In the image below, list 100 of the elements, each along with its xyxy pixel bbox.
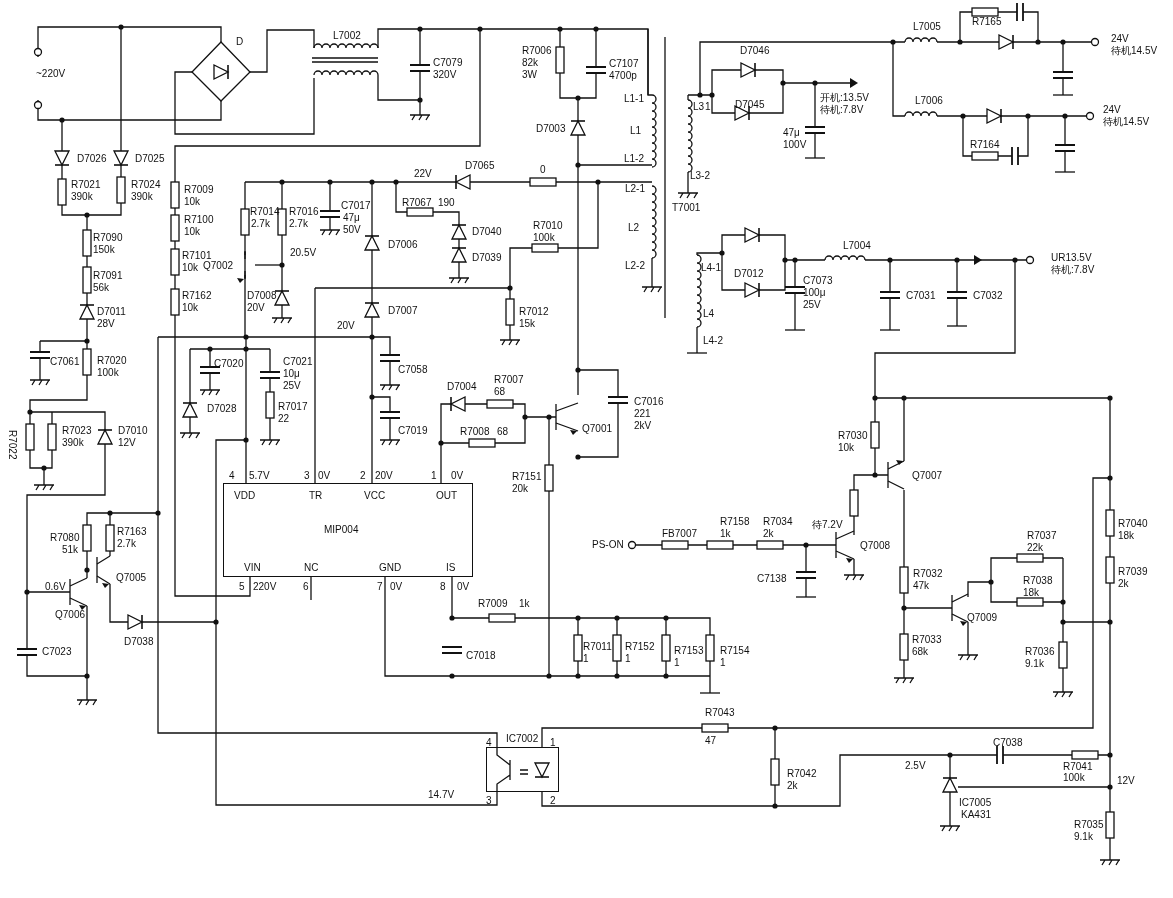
schematic-label: D7007 [388, 305, 418, 317]
schematic-label: D7003 [536, 123, 566, 135]
pin-annotation: 0V [318, 470, 331, 482]
schematic-label: C7023 [42, 646, 72, 658]
schematic-label: R7037 [1027, 530, 1057, 542]
schematic-label: 2.7k [117, 538, 136, 550]
schematic-label: L1-2 [624, 153, 644, 165]
schematic-label: 3W [522, 69, 537, 81]
schematic-label: R7017 [278, 401, 308, 413]
schematic-label: Q7008 [860, 540, 891, 552]
schematic-label: 0 [540, 164, 546, 176]
schematic-label: ~220V [36, 68, 66, 80]
schematic-label: 12V [118, 437, 136, 449]
schematic-label: 0.6V [45, 581, 66, 593]
schematic-label: L4 [703, 308, 715, 320]
schematic-label: Q7002 [203, 260, 234, 272]
schematic-label: R7006 [522, 45, 552, 57]
schematic-label: D7046 [740, 45, 770, 57]
schematic-label: 10k [838, 442, 855, 454]
pin-annotation: 2 [360, 470, 366, 482]
pin-annotation: 0V [451, 470, 464, 482]
schematic-label: Q7006 [55, 609, 86, 621]
schematic-label: 100V [783, 139, 807, 151]
part-label: IC7002 [506, 733, 539, 745]
schematic-label: R7035 [1074, 819, 1104, 831]
schematic-label: 12V [1117, 775, 1135, 787]
pin-label: VCC [364, 490, 386, 502]
schematic-label: R7010 [533, 220, 563, 232]
schematic-label: 9.1k [1025, 658, 1044, 670]
schematic-label: R7011 [583, 641, 612, 653]
schematic-label: R7022 [6, 430, 18, 460]
schematic-label: R7162 [182, 290, 212, 302]
schematic-label: L2-2 [625, 260, 645, 272]
schematic-label: 18k [1118, 530, 1135, 542]
schematic-label: 2k [1118, 578, 1129, 590]
schematic-label: R7007 [494, 374, 524, 386]
schematic-label: C7019 [398, 425, 428, 437]
schematic-label: D [236, 36, 244, 48]
schematic-label: C7073 [803, 275, 833, 287]
pin-number: 2 [550, 795, 556, 807]
schematic-label: PS-ON [592, 539, 624, 551]
schematic-label: 25V [283, 380, 301, 392]
schematic-label: D7040 [472, 226, 502, 238]
schematic-label: UR13.5V [1051, 252, 1092, 264]
pin-annotation: 0V [457, 581, 470, 593]
pin-annotation: 4 [229, 470, 235, 482]
schematic-label: L7004 [843, 240, 871, 252]
schematic-label: 待机14.5V [1103, 116, 1150, 128]
schematic-label: D7012 [734, 268, 764, 280]
schematic-label: 22k [1027, 542, 1044, 554]
schematic-label: R7165 [972, 16, 1002, 28]
schematic-label: 56k [93, 282, 110, 294]
pin-annotation: 7 [377, 581, 383, 593]
schematic-label: 2.5V [905, 760, 926, 772]
schematic-label: 9.1k [1074, 831, 1093, 843]
schematic-label: C7058 [398, 364, 428, 376]
schematic-label: 390k [62, 437, 84, 449]
schematic-label: R7024 [131, 179, 161, 191]
schematic-label: R7043 [705, 707, 735, 719]
schematic-label: R7067 [402, 197, 432, 209]
schematic-label: 20V [337, 320, 355, 332]
schematic-label: 1 [705, 101, 711, 113]
pin-annotation: 5.7V [249, 470, 270, 482]
schematic-label: Q7005 [116, 572, 147, 584]
schematic-label: R7163 [117, 526, 147, 538]
schematic-label: R7153 [674, 645, 704, 657]
schematic-label: R7040 [1118, 518, 1148, 530]
pin-number: 4 [486, 737, 492, 749]
schematic-label: KA431 [961, 809, 992, 821]
schematic-label: L4-1 [701, 262, 721, 274]
schematic-label: FB7007 [662, 528, 698, 540]
schematic-label: R7038 [1023, 575, 1053, 587]
schematic-label: 20V [247, 302, 265, 314]
schematic-label: 1 [583, 653, 589, 665]
schematic-label: 1k [519, 598, 530, 610]
schematic-label: C7021 [283, 356, 313, 368]
schematic-label: L3-2 [690, 170, 710, 182]
schematic-label: L7006 [915, 95, 943, 107]
schematic-label: 100k [533, 232, 555, 244]
schematic-label: 1 [674, 657, 680, 669]
schematic-label: T7001 [672, 202, 701, 214]
schematic-label: 15k [519, 318, 536, 330]
schematic-label: 24V [1103, 104, 1121, 116]
schematic-label: 1 [625, 653, 631, 665]
pin-label: NC [304, 562, 319, 574]
schematic-label: R7016 [289, 206, 319, 218]
pin-annotation: 6 [303, 581, 309, 593]
schematic-label: 24V [1111, 33, 1129, 45]
pin-annotation: 3 [304, 470, 310, 482]
schematic-label: R7033 [912, 634, 942, 646]
schematic-label: 25V [803, 299, 821, 311]
schematic-label: 190 [438, 197, 455, 209]
schematic-label: D7038 [124, 636, 154, 648]
schematic-label: R7039 [1118, 566, 1148, 578]
schematic-label: R7008 [460, 426, 490, 438]
schematic-label: R7101 [182, 250, 212, 261]
schematic-label: R7091 [93, 270, 123, 282]
schematic-label: R7021 [71, 179, 101, 191]
schematic-label: 14.7V [428, 789, 455, 801]
schematic-label: R7100 [184, 214, 214, 226]
